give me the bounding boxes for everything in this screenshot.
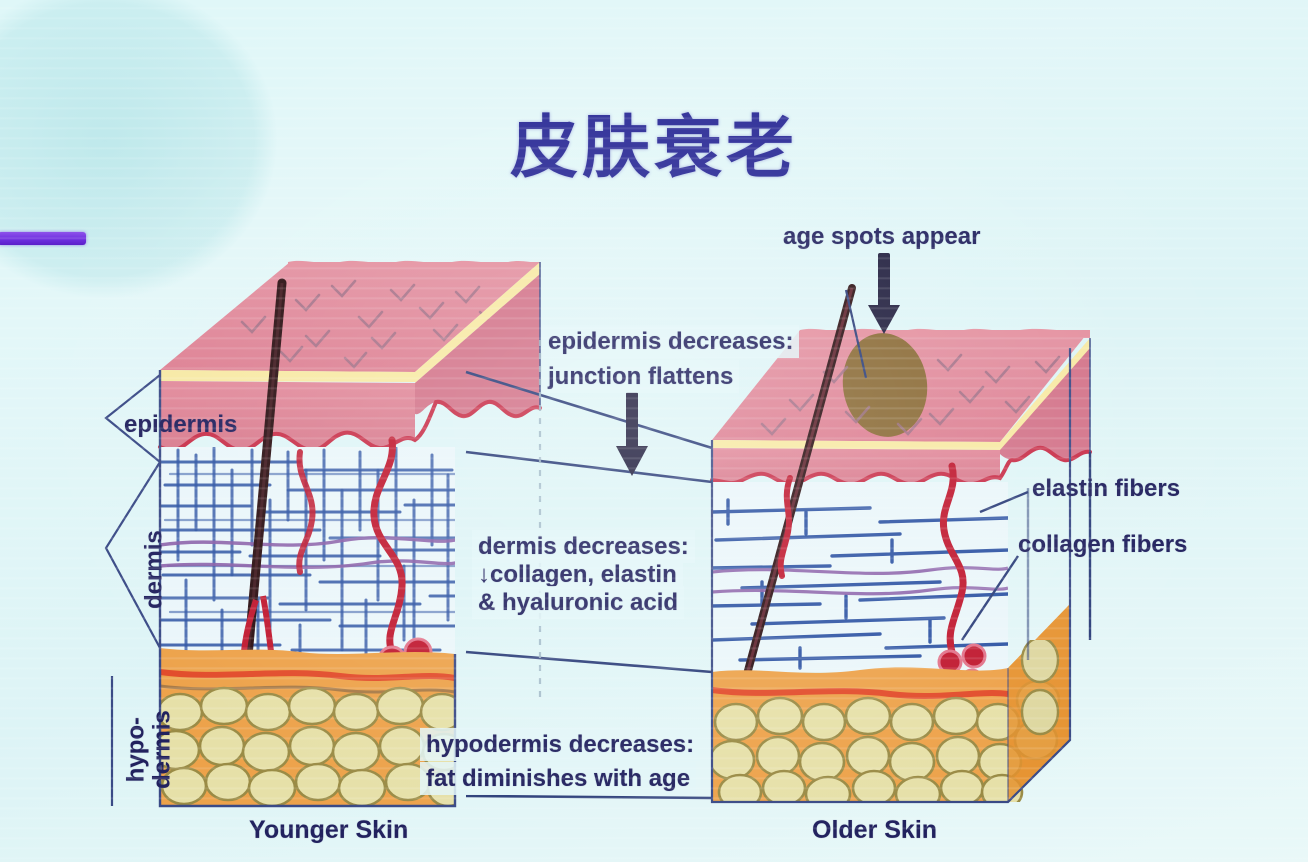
page-title: 皮肤衰老 (509, 109, 798, 188)
label-hypodermis-line1: hypo- (122, 716, 150, 783)
callout-hypodermis-line2: fat diminishes with age (420, 762, 697, 796)
fiber-leader-lines (961, 452, 1092, 660)
label-epidermis: epidermis (124, 411, 238, 438)
younger-skin-block (158, 260, 542, 808)
age-spot-leader (844, 289, 868, 379)
label-dermis: dermis (140, 530, 168, 609)
comparison-connectors (465, 370, 713, 800)
accent-bar (0, 232, 86, 245)
epidermis-down-arrow (616, 392, 648, 476)
label-collagen-fibers: collagen fibers (1018, 531, 1188, 558)
label-hypodermis-line2: dermis (148, 710, 176, 789)
callout-epidermis-line1: epidermis decreases: (542, 325, 800, 359)
callout-dermis-line3: & hyaluronic acid (472, 586, 685, 620)
callout-dermis-line1: dermis decreases: (472, 530, 695, 564)
layer-brackets (104, 374, 161, 806)
callout-epidermis-line2: junction flattens (542, 360, 740, 394)
label-elastin-fibers: elastin fibers (1032, 475, 1181, 502)
label-older-skin: Older Skin (812, 816, 938, 844)
callout-hypodermis-line1: hypodermis decreases: (420, 728, 701, 762)
label-age-spots: age spots appear (783, 223, 981, 250)
older-skin-block (710, 284, 1092, 804)
label-younger-skin: Younger Skin (249, 816, 409, 844)
callout-dermis-line2: ↓collagen, elastin (472, 558, 683, 592)
age-spot-down-arrow (868, 253, 900, 334)
